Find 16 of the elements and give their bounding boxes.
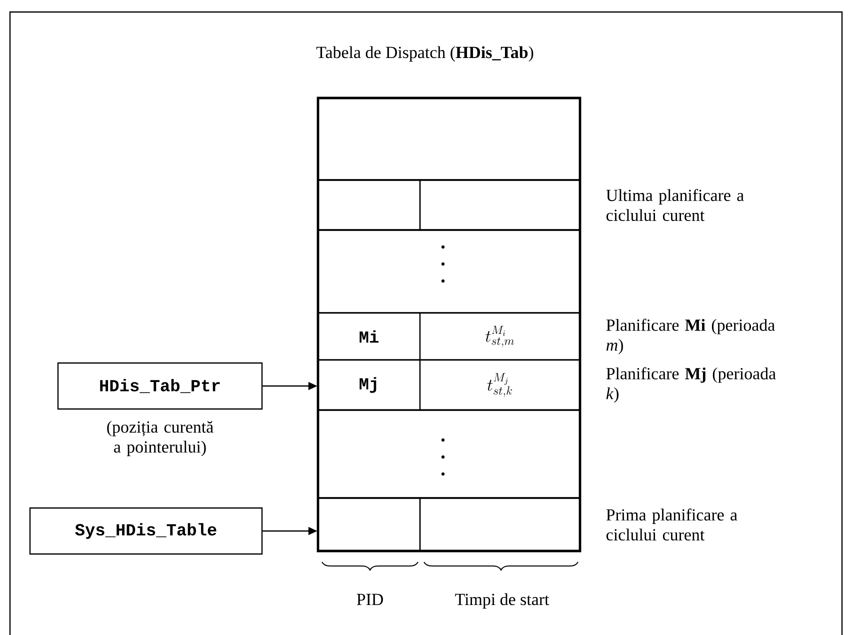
table-heading: Tabela de Dispatch (HDis_Tab) bbox=[316, 46, 534, 62]
table-cell: Mj bbox=[317, 359, 421, 411]
table-cell: $t_{st,k}^{M_j}$ bbox=[419, 359, 581, 411]
table-cell: Mi bbox=[317, 312, 421, 361]
row-caption: Planificare Mi (perioada m) bbox=[606, 318, 775, 354]
column-label: Timpi de start bbox=[455, 593, 550, 609]
table-cell bbox=[419, 497, 581, 552]
table-cell: $t_{st,m}^{M_i}$ bbox=[419, 312, 581, 361]
row-caption: Ultima planificare a ciclului curent bbox=[606, 189, 744, 221]
node-label: (poziția curentă a pointerului) bbox=[107, 420, 214, 456]
pointer-box: HDis_Tab_Ptr bbox=[57, 362, 263, 410]
row-caption: Planificare Mj (perioada k) bbox=[606, 367, 776, 403]
column-label: PID bbox=[356, 594, 383, 606]
table-cell bbox=[419, 179, 581, 231]
row-caption: Prima planificare a ciclului curent bbox=[606, 508, 738, 541]
pointer-box: Sys_HDis_Table bbox=[29, 507, 263, 555]
